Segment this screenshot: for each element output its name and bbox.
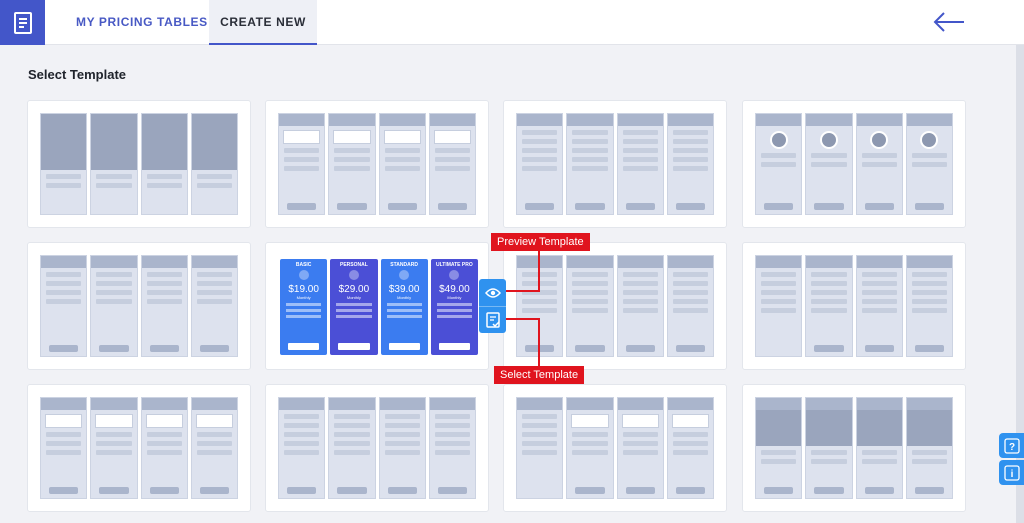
svg-text:?: ?	[1008, 442, 1014, 453]
template-card[interactable]	[503, 100, 727, 228]
template-card[interactable]	[742, 384, 966, 512]
info-icon: i	[1003, 464, 1020, 481]
app-logo[interactable]	[0, 0, 45, 45]
tab-create-new[interactable]: CREATE NEW	[209, 0, 317, 45]
plan-price: $29.00	[338, 284, 370, 295]
select-template-callout: Select Template	[494, 366, 585, 384]
clipboard-check-icon	[485, 312, 500, 328]
template-actions	[479, 279, 506, 333]
template-thumbnail	[278, 397, 476, 499]
template-thumbnail	[755, 113, 953, 215]
plan-period: Monthly	[447, 295, 462, 300]
template-thumbnail	[755, 397, 953, 499]
plan-name: BASIC	[295, 262, 312, 268]
template-card[interactable]	[742, 242, 966, 370]
buy-now-button	[288, 343, 320, 350]
tab-my-pricing-tables[interactable]: MY PRICING TABLES	[76, 15, 208, 29]
buy-now-button	[388, 343, 420, 350]
template-thumbnail: BASIC $19.00 Monthly PERSONAL $29.00 Mon…	[280, 259, 478, 355]
plan-column: STANDARD $39.00 Monthly	[380, 259, 428, 355]
template-thumbnail	[516, 255, 714, 357]
template-card[interactable]	[265, 384, 489, 512]
eye-icon	[484, 287, 501, 298]
plan-period: Monthly	[296, 295, 311, 300]
callout-line	[506, 318, 540, 320]
callout-line	[538, 318, 540, 366]
help-icon: ?	[1003, 437, 1020, 454]
info-button[interactable]: i	[999, 460, 1024, 485]
svg-text:i: i	[1010, 469, 1013, 480]
plan-name: STANDARD	[390, 262, 418, 268]
template-card[interactable]	[27, 242, 251, 370]
plan-period: Monthly	[346, 295, 361, 300]
template-card[interactable]	[742, 100, 966, 228]
document-icon	[13, 11, 32, 34]
template-card[interactable]	[503, 242, 727, 370]
arrow-left-icon[interactable]	[932, 11, 966, 33]
select-template-button[interactable]	[479, 306, 506, 333]
plan-name: ULTIMATE PRO	[435, 262, 473, 268]
template-thumbnail	[516, 397, 714, 499]
section-title: Select Template	[28, 67, 127, 82]
plan-price: $39.00	[388, 284, 420, 295]
template-card[interactable]	[265, 100, 489, 228]
buy-now-button	[438, 343, 470, 350]
template-thumbnail	[40, 255, 238, 357]
plan-price: $19.00	[288, 284, 319, 295]
template-thumbnail	[40, 397, 238, 499]
preview-template-button[interactable]	[479, 279, 506, 306]
plan-price: $49.00	[439, 284, 470, 295]
template-thumbnail	[755, 255, 953, 357]
template-card[interactable]	[27, 100, 251, 228]
plan-column: BASIC $19.00 Monthly	[280, 259, 328, 355]
template-card[interactable]	[503, 384, 727, 512]
callout-line	[506, 290, 540, 292]
template-thumbnail	[40, 113, 238, 215]
callout-line	[538, 251, 540, 291]
template-card[interactable]	[27, 384, 251, 512]
plan-column: PERSONAL $29.00 Monthly	[330, 259, 378, 355]
plan-column: ULTIMATE PRO $49.00 Monthly	[430, 259, 478, 355]
template-thumbnail	[278, 113, 476, 215]
template-thumbnail	[516, 113, 714, 215]
top-bar: MY PRICING TABLES CREATE NEW	[0, 0, 1024, 45]
plan-period: Monthly	[397, 295, 412, 300]
template-card-selected[interactable]: BASIC $19.00 Monthly PERSONAL $29.00 Mon…	[265, 242, 489, 370]
plan-name: PERSONAL	[339, 262, 368, 268]
preview-template-callout: Preview Template	[491, 233, 590, 251]
buy-now-button	[338, 343, 370, 350]
help-button[interactable]: ?	[999, 433, 1024, 458]
scrollbar[interactable]	[1016, 45, 1024, 523]
